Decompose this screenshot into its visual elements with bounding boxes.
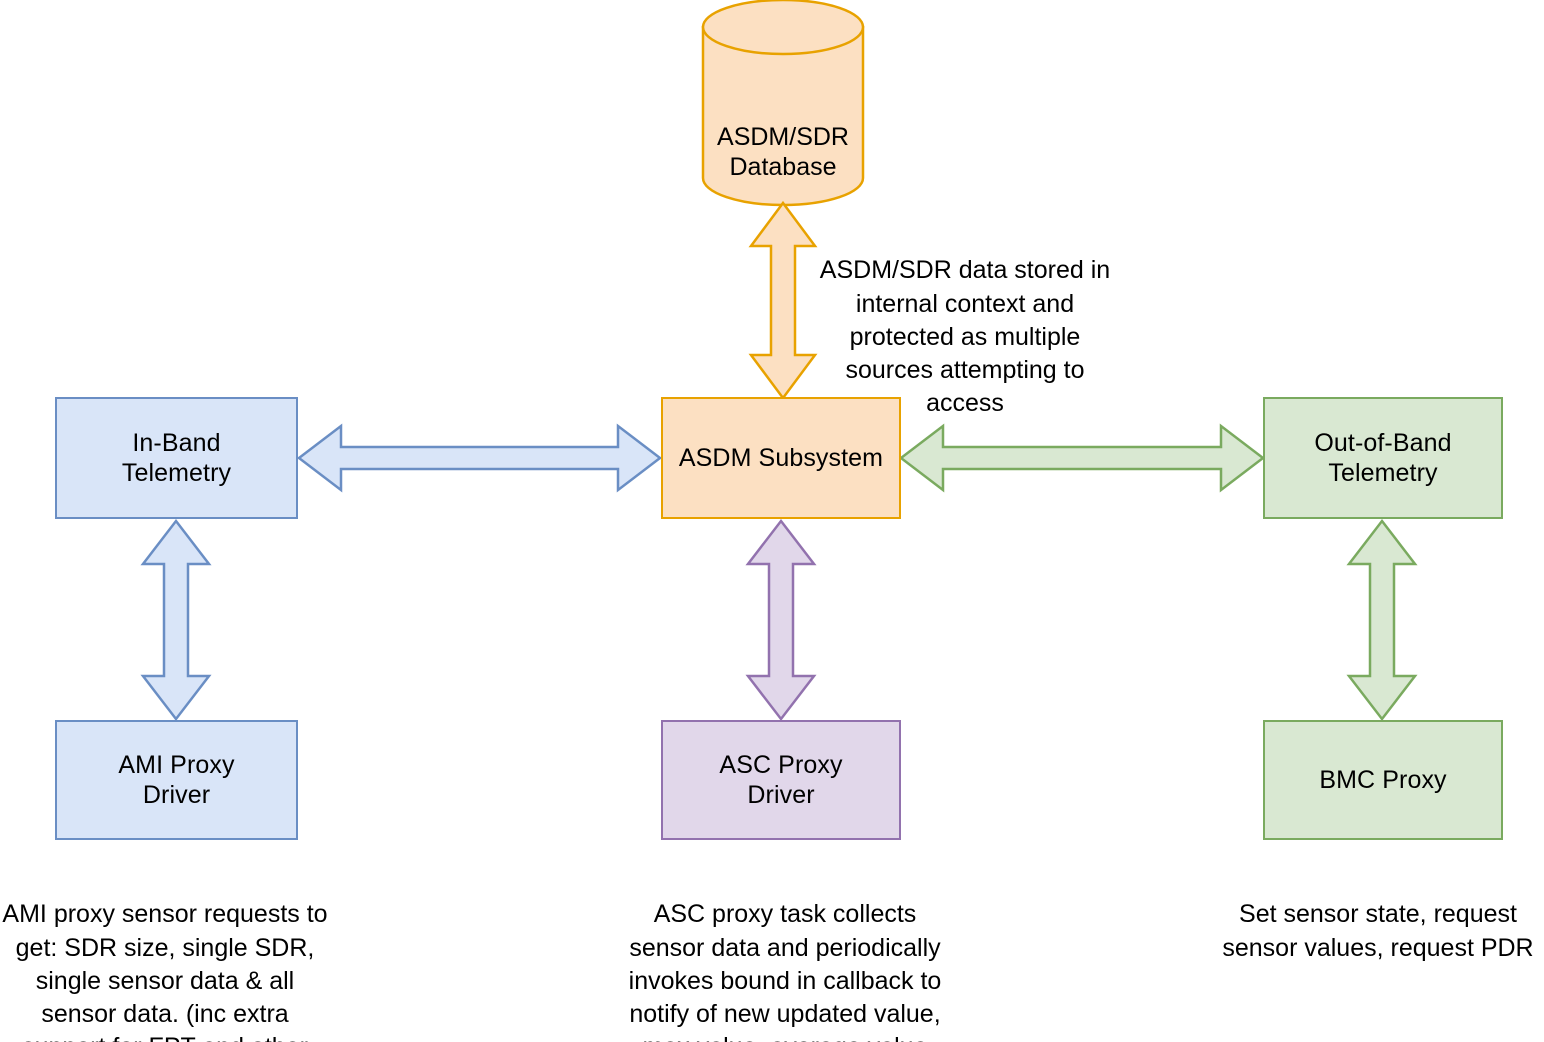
arrow-outofband-to-bmc: [1346, 518, 1418, 722]
caption-ami-proxy: AMI proxy sensor requests to get: SDR si…: [2, 900, 328, 1042]
arrow-database-to-asdm: [748, 200, 818, 401]
asdm-sdr-database-shape[interactable]: [701, 0, 865, 207]
arrow-asdm-to-asc: [745, 518, 817, 722]
arrow-asdm-to-outofband: [898, 423, 1266, 493]
node-bmc-proxy[interactable]: BMC Proxy: [1263, 720, 1503, 840]
caption-bmc-proxy: Set sensor state, request sensor values,…: [1222, 900, 1534, 962]
arrow-inband-to-ami: [140, 518, 212, 722]
arrow-inband-to-asdm: [296, 423, 663, 493]
node-in-band-telemetry[interactable]: In-Band Telemetry: [55, 397, 298, 519]
caption-asc-proxy: ASC proxy task collects sensor data and …: [628, 900, 942, 1042]
node-out-of-band-telemetry[interactable]: Out-of-Band Telemetry: [1263, 397, 1503, 519]
node-ami-proxy-driver[interactable]: AMI Proxy Driver: [55, 720, 298, 840]
database-note-annotation: ASDM/SDR data stored in internal context…: [819, 256, 1111, 418]
node-asdm-subsystem[interactable]: ASDM Subsystem: [661, 397, 901, 519]
node-asc-proxy-driver[interactable]: ASC Proxy Driver: [661, 720, 901, 840]
database-label: ASDM/SDR Database: [717, 123, 849, 181]
